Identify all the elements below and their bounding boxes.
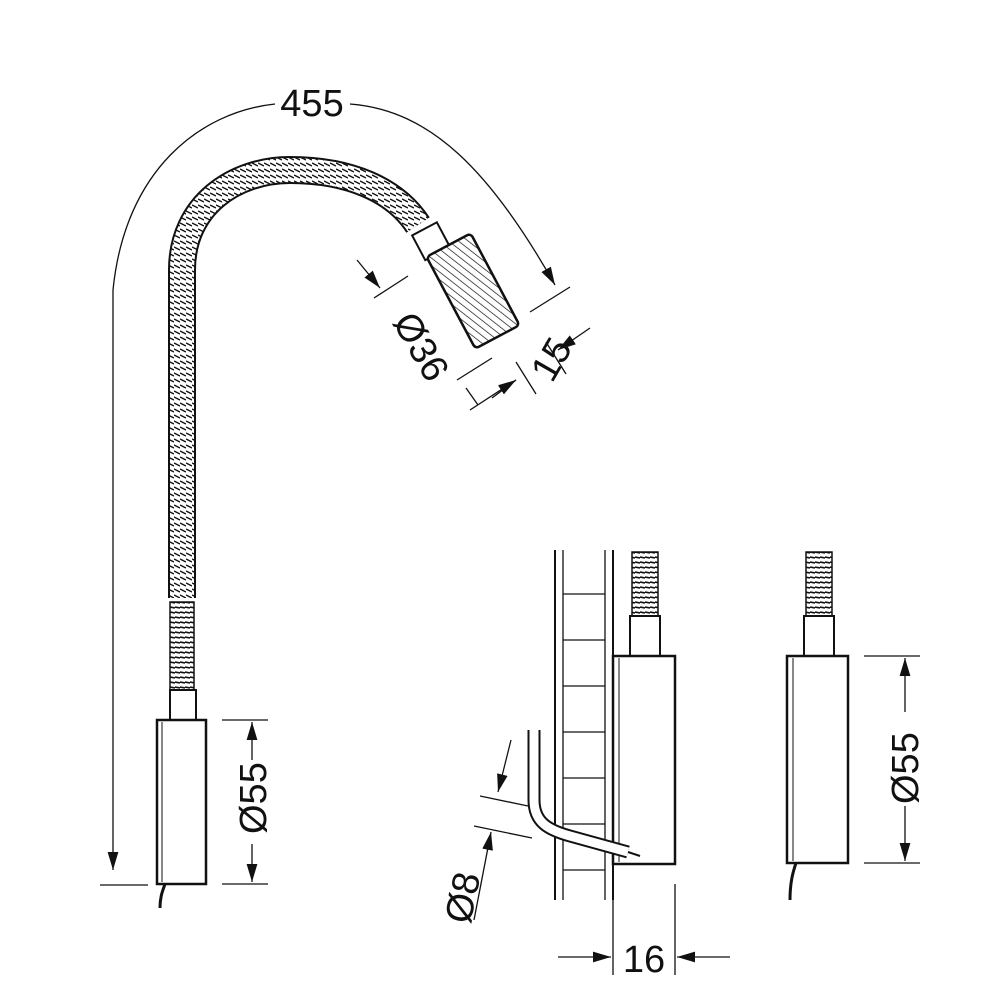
dimension-base-right: Ø55 xyxy=(864,655,927,864)
dimension-cable-diameter: Ø8 xyxy=(438,739,533,927)
dimension-base-left-label: Ø55 xyxy=(233,762,275,834)
collar xyxy=(169,689,197,721)
collar-mid xyxy=(629,615,661,657)
dimension-base-left: Ø55 xyxy=(222,719,275,885)
dimension-base-depth-label: 16 xyxy=(623,939,665,981)
cable-left xyxy=(158,883,167,909)
gooseneck-outline xyxy=(168,155,430,598)
gooseneck-lower-segment xyxy=(169,601,195,691)
gooseneck-stub-mid xyxy=(631,551,659,617)
base-mid xyxy=(611,654,677,866)
dimension-base-depth: 16 xyxy=(558,884,730,981)
wall-mounted-section xyxy=(527,550,677,900)
gooseneck-stub-right xyxy=(805,551,833,617)
base-left xyxy=(155,718,208,886)
lamp-side-view xyxy=(155,155,520,909)
base-front-view xyxy=(785,551,850,901)
dimension-length: 455 xyxy=(100,83,556,886)
gooseneck-coil xyxy=(170,157,429,598)
lamp-head xyxy=(426,233,520,349)
collar-right xyxy=(803,615,835,657)
dimension-length-label: 455 xyxy=(280,83,343,125)
cable-right xyxy=(788,862,798,901)
dimension-base-right-label: Ø55 xyxy=(885,732,927,804)
dimension-head-diameter-label: Ø36 xyxy=(384,306,456,389)
dimension-cable-diameter-label: Ø8 xyxy=(438,869,490,927)
base-right xyxy=(785,654,850,865)
